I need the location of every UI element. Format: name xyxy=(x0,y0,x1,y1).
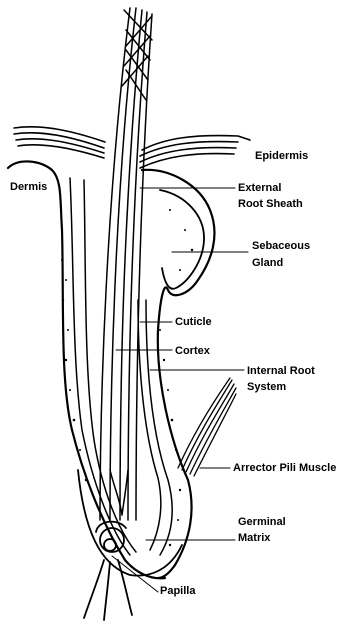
label-external-root-sheath-line1: External xyxy=(238,182,281,195)
label-germinal-matrix-line2: Matrix xyxy=(238,532,270,545)
label-dermis: Dermis xyxy=(10,181,47,194)
label-epidermis: Epidermis xyxy=(255,150,308,163)
label-cuticle: Cuticle xyxy=(175,316,212,329)
label-cortex: Cortex xyxy=(175,345,210,358)
inner-sheath-right xyxy=(138,300,172,555)
label-arrector-pili-muscle: Arrector Pili Muscle xyxy=(233,462,336,475)
label-sebaceous-gland-line2: Gland xyxy=(252,257,283,270)
label-internal-root-system-line1: Internal Root xyxy=(247,365,315,378)
papilla-roots xyxy=(84,560,132,620)
sebaceous-gland-shape xyxy=(160,190,204,289)
hair-bulb xyxy=(78,470,182,576)
label-external-root-sheath-line2: Root Sheath xyxy=(238,198,303,211)
label-sebaceous-gland-line1: Sebaceous xyxy=(252,240,310,253)
label-papilla: Papilla xyxy=(160,585,195,598)
arrector-pili-muscle xyxy=(178,378,236,476)
label-internal-root-system-line2: System xyxy=(247,381,286,394)
label-germinal-matrix-line1: Germinal xyxy=(238,516,286,529)
hair-shaft xyxy=(100,8,152,520)
